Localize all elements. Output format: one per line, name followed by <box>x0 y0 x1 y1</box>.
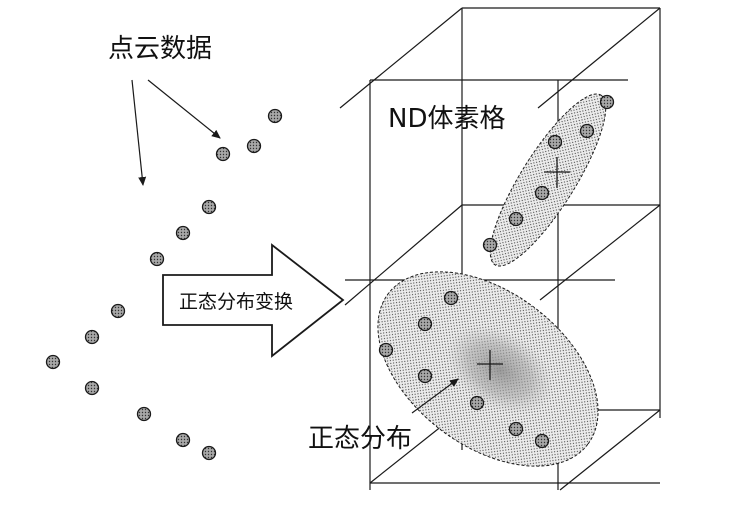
point <box>84 380 100 396</box>
point <box>469 395 485 411</box>
point <box>482 237 498 253</box>
point <box>534 433 550 449</box>
point <box>149 251 165 267</box>
point <box>547 134 563 150</box>
point <box>175 432 191 448</box>
point <box>508 211 524 227</box>
dense-core-region <box>446 325 554 415</box>
label-normal-distribution: 正态分布 <box>308 424 412 454</box>
point <box>110 303 126 319</box>
point <box>136 406 152 422</box>
point <box>417 316 433 332</box>
plus-crosshair-icon <box>477 350 503 380</box>
point <box>378 342 394 358</box>
point-cloud-points <box>45 94 615 461</box>
pointer-arrow-to-cloud-lower <box>131 79 147 186</box>
point <box>201 199 217 215</box>
point <box>579 123 595 139</box>
label-transform-arrow: 正态分布变换 <box>179 291 293 313</box>
point <box>417 368 433 384</box>
point <box>443 290 459 306</box>
plus-crosshair-icon <box>544 157 570 188</box>
point <box>508 421 524 437</box>
label-point-cloud: 点云数据 <box>108 34 212 64</box>
point <box>267 108 283 124</box>
pointer-arrows <box>131 79 459 414</box>
point <box>534 185 550 201</box>
point <box>215 146 231 162</box>
point <box>201 445 217 461</box>
label-nd-voxel: ND体素格 <box>388 104 505 134</box>
point <box>246 138 262 154</box>
point <box>599 94 615 110</box>
point <box>175 225 191 241</box>
point <box>45 354 61 370</box>
transform-arrow <box>162 243 345 358</box>
pointer-arrow-to-distribution <box>411 378 459 414</box>
point <box>84 329 100 345</box>
pointer-arrow-to-cloud-upper <box>147 79 221 139</box>
